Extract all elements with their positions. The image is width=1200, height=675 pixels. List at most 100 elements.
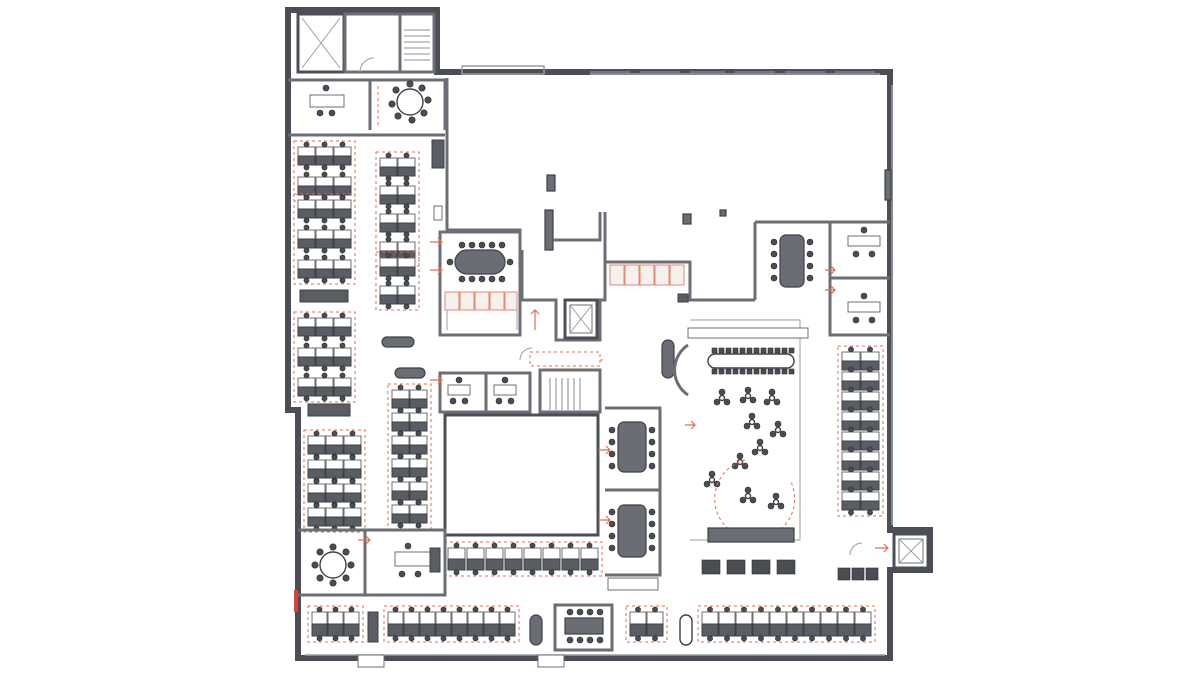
lounge-chair-cluster — [739, 386, 757, 404]
chair — [339, 335, 346, 342]
chair — [567, 569, 574, 576]
chair — [332, 635, 339, 642]
workstation-desk — [315, 317, 334, 328]
chair — [303, 395, 310, 402]
chair — [867, 486, 873, 493]
workstation-desk — [646, 623, 664, 637]
chair — [303, 194, 310, 201]
workstation-desk — [315, 347, 334, 358]
chair — [652, 635, 658, 642]
chair — [385, 175, 392, 182]
south-west-rooms — [298, 528, 447, 597]
chair — [331, 430, 338, 437]
chair — [741, 635, 747, 642]
workstation-desk — [483, 611, 500, 625]
workstation-desk — [504, 558, 523, 571]
lockers — [307, 403, 351, 417]
circulation-arrows — [430, 237, 696, 525]
small-offices-core — [438, 371, 532, 414]
workstation-desk — [343, 468, 362, 479]
chair — [403, 152, 410, 159]
chair — [586, 569, 593, 576]
workstation-desk — [297, 238, 316, 249]
workstation-desk — [803, 623, 821, 637]
workstation-desk — [325, 444, 344, 455]
chair — [424, 606, 431, 613]
workstation-desk — [333, 326, 352, 337]
chair — [397, 476, 404, 483]
chair — [316, 606, 323, 613]
sofa — [679, 614, 693, 646]
workstation-desk — [409, 458, 428, 469]
office-desk — [847, 301, 881, 313]
chair — [809, 635, 815, 642]
chair — [321, 254, 328, 261]
chair — [385, 180, 392, 187]
chair — [724, 606, 730, 613]
chair — [453, 542, 460, 549]
workstation-desk — [297, 176, 316, 187]
workstation-desk — [391, 504, 410, 515]
chair — [339, 141, 346, 148]
chair — [321, 335, 328, 342]
workstation-desk — [485, 558, 504, 571]
credenza — [607, 577, 659, 591]
long-bench — [707, 527, 795, 543]
workstation-desk — [333, 386, 352, 397]
workstation-desk — [409, 481, 428, 492]
workstation-desk — [315, 146, 334, 157]
workstation-desk — [403, 611, 420, 625]
workstation-desk — [701, 623, 719, 637]
south-meeting-room — [367, 603, 693, 652]
chair — [348, 606, 355, 613]
workstation-desk — [580, 547, 599, 560]
meeting-table-oval — [446, 241, 514, 283]
stair-icon — [398, 12, 436, 74]
workstation-desk — [307, 435, 326, 446]
chair — [403, 252, 410, 259]
workstation-desk — [379, 285, 398, 296]
chair — [403, 180, 410, 187]
chair — [349, 502, 356, 509]
workstation-desk — [397, 266, 416, 277]
chair — [860, 606, 866, 613]
chair — [385, 152, 392, 159]
workstation-desk — [854, 611, 872, 625]
chair — [472, 635, 479, 642]
workstation-desk — [860, 431, 880, 442]
chair — [867, 406, 873, 413]
workstation-desk — [542, 558, 561, 571]
atrium-void — [445, 78, 892, 251]
workstation-desk — [297, 208, 316, 219]
workstation-desk — [860, 351, 880, 362]
chair — [303, 254, 310, 261]
workstation-desk — [397, 285, 416, 296]
chair — [724, 635, 730, 642]
chair — [316, 635, 323, 642]
workstation-desk — [379, 213, 398, 224]
chair — [339, 217, 346, 224]
chair — [488, 635, 495, 642]
chair — [848, 346, 854, 353]
chair — [339, 194, 346, 201]
chair — [339, 342, 346, 349]
workstation-desk — [391, 481, 410, 492]
workstation-desk — [315, 199, 334, 210]
workstation-desk — [841, 391, 861, 402]
workstation-desk — [391, 467, 410, 478]
chair — [491, 542, 498, 549]
chair — [303, 217, 310, 224]
chair — [397, 384, 404, 391]
workstation-desk — [397, 294, 416, 305]
meeting-table-east — [770, 234, 814, 288]
chair — [321, 372, 328, 379]
chair — [392, 635, 399, 642]
chair — [415, 522, 422, 529]
chair — [415, 499, 422, 506]
workstation-desk — [333, 155, 352, 166]
chair — [758, 635, 764, 642]
chair — [303, 224, 310, 231]
chair — [456, 606, 463, 613]
chair — [403, 303, 410, 310]
chair — [321, 365, 328, 372]
